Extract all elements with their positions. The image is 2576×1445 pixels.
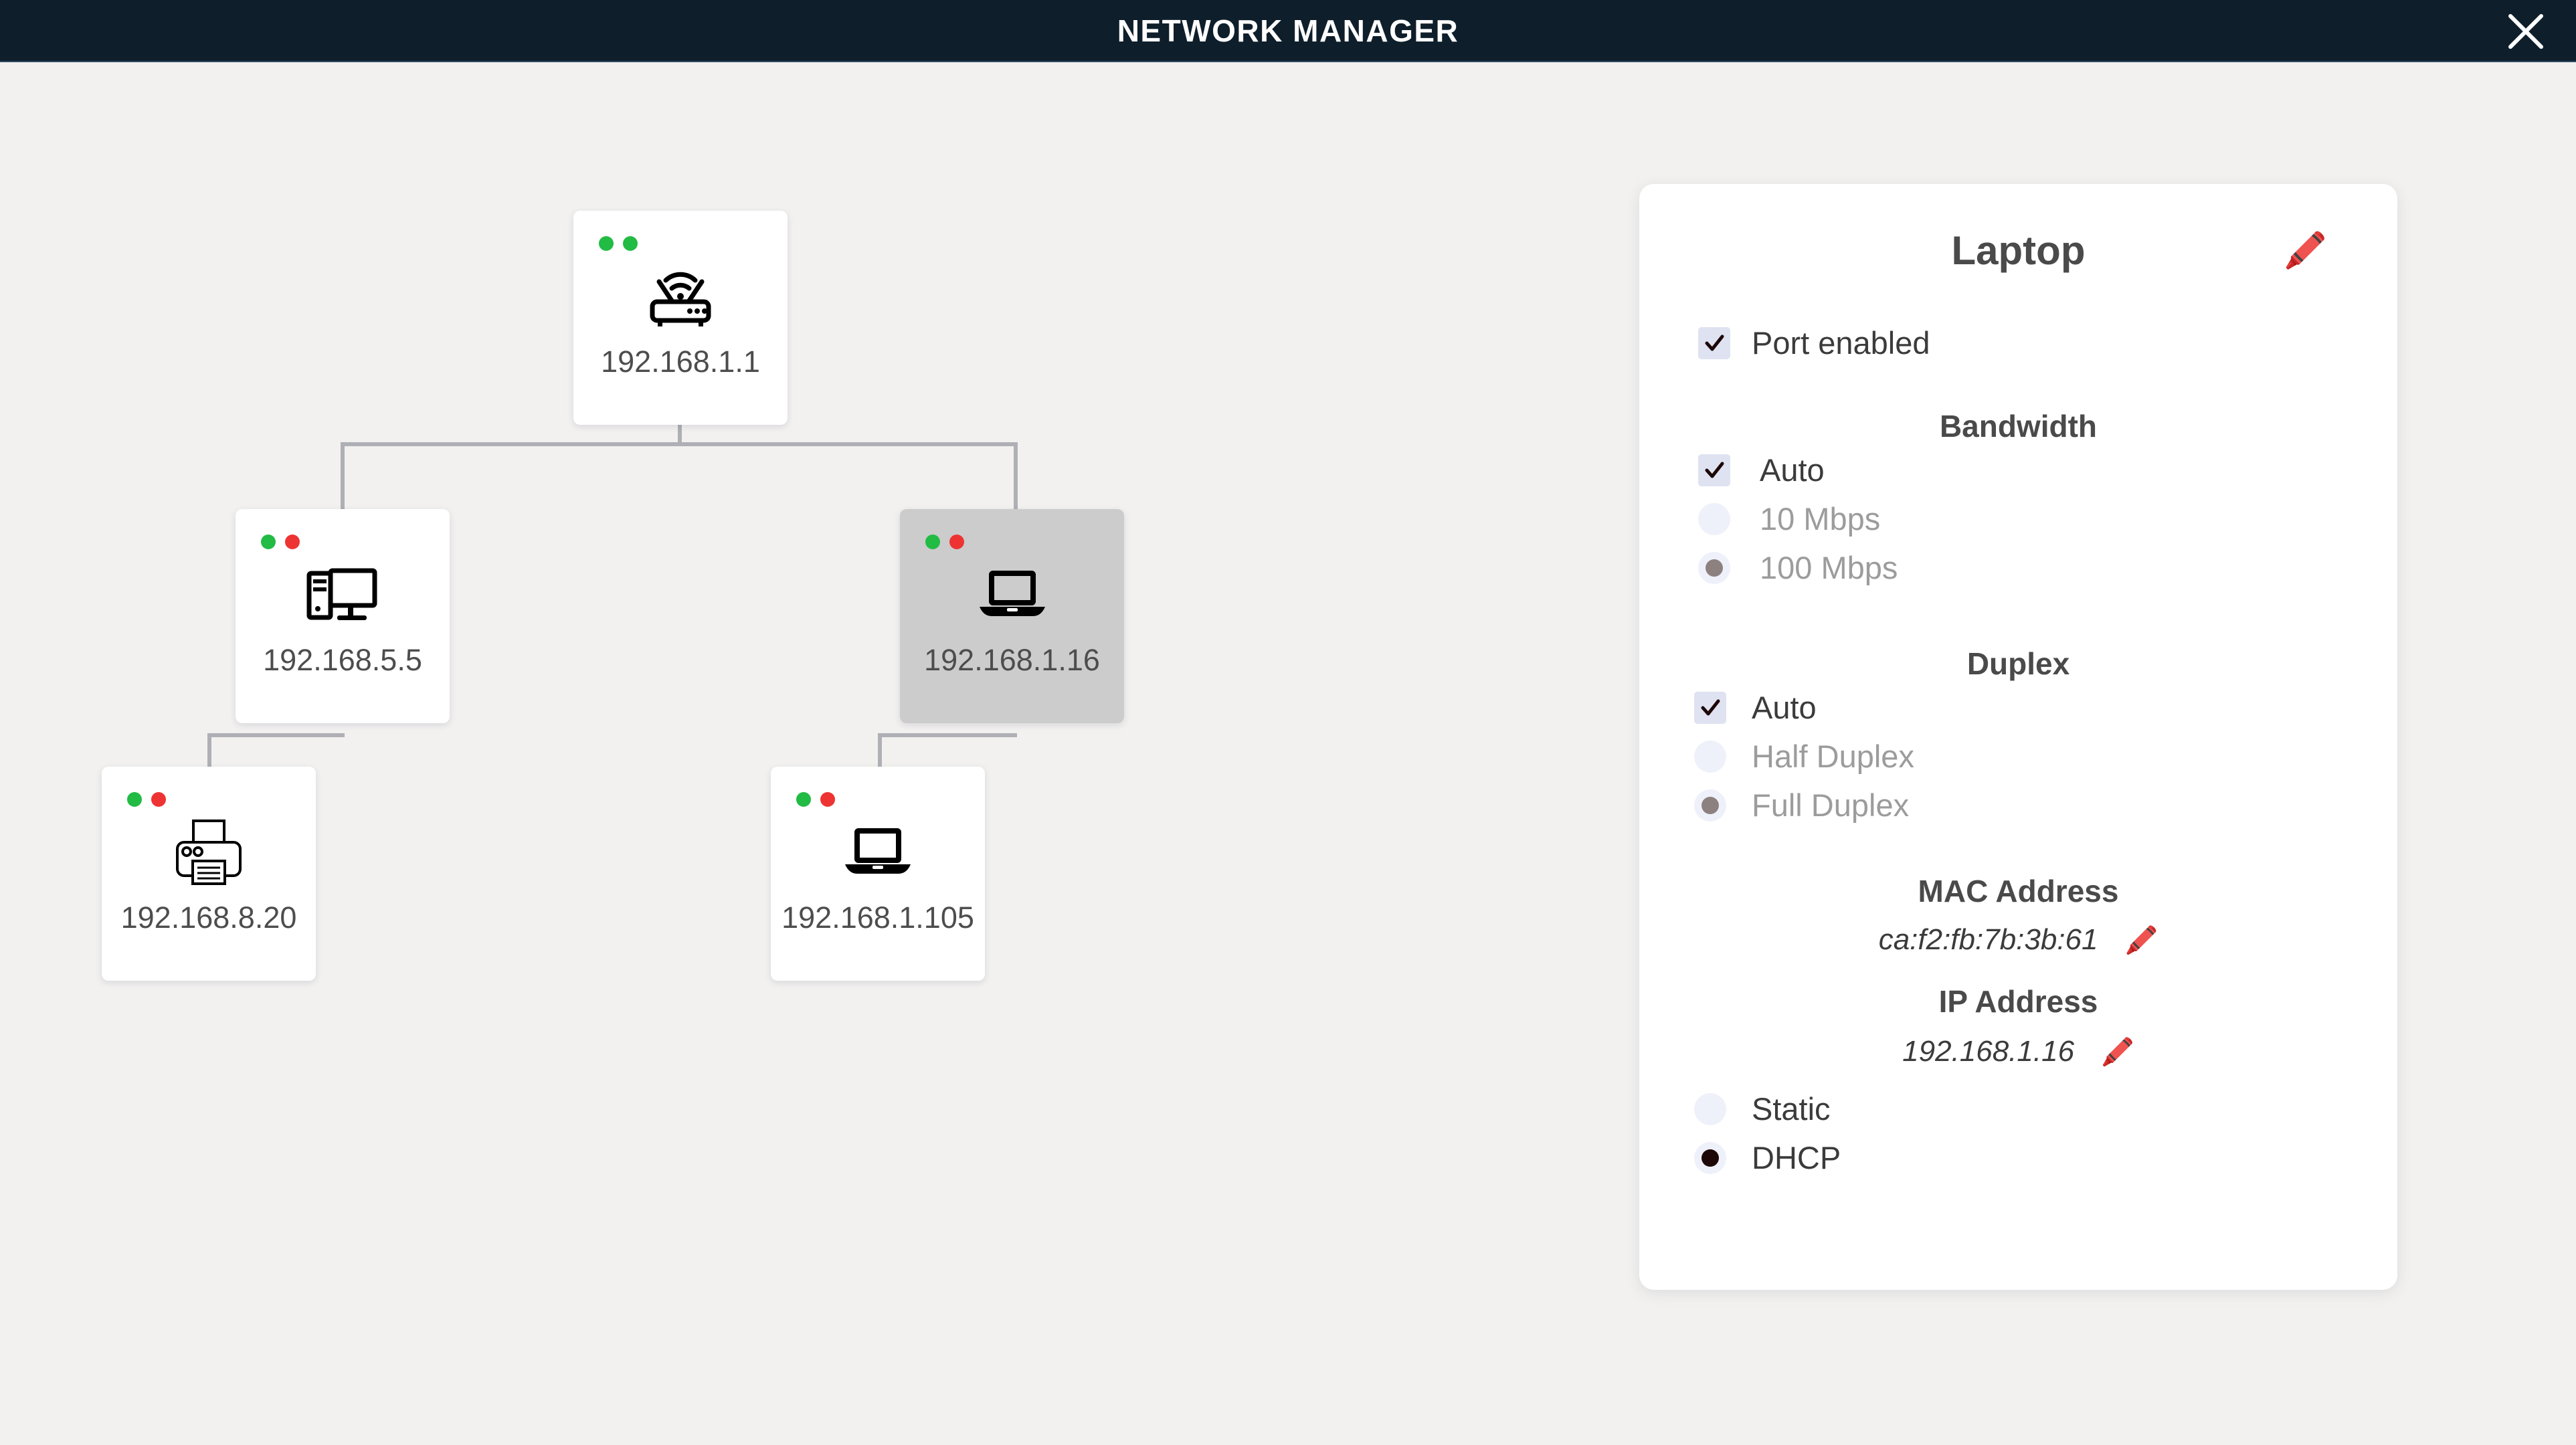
bandwidth-auto-checkbox[interactable]	[1698, 454, 1730, 486]
duplex-option-full-row[interactable]: Full Duplex	[1694, 787, 1909, 824]
ip-address-value-row: 192.168.1.16 🖍️	[1639, 1035, 2397, 1068]
network-topology-canvas: 192.168.1.1 192.168.5.5	[0, 62, 2576, 1445]
device-ip-label: 192.168.1.16	[924, 643, 1100, 677]
app-title: NETWORK MANAGER	[1117, 13, 1459, 48]
close-icon[interactable]	[2504, 9, 2548, 54]
bandwidth-option-10mbps-radio[interactable]	[1698, 502, 1730, 535]
bandwidth-option-10mbps-row[interactable]: 10 Mbps	[1698, 500, 1880, 537]
device-node-laptop-selected[interactable]: 192.168.1.16	[900, 509, 1124, 723]
bandwidth-option-100mbps-row[interactable]: 100 Mbps	[1698, 549, 1898, 586]
addressing-static-label: Static	[1752, 1091, 1831, 1127]
duplex-option-full-radio[interactable]	[1694, 789, 1726, 822]
connector-laptop-laptop2-horizontal	[878, 733, 1017, 737]
bandwidth-auto-label: Auto	[1760, 452, 1825, 488]
radio-pip	[1701, 1100, 1719, 1118]
status-dot-green	[925, 535, 940, 549]
duplex-heading: Duplex	[1966, 646, 2070, 681]
connector-to-desktop	[341, 442, 345, 512]
radio-pip	[1701, 1149, 1719, 1167]
device-properties-panel: Laptop 🖍️ Port enabled Bandwidth Auto	[1639, 184, 2397, 1290]
status-dot-red	[285, 535, 300, 549]
desktop-computer-icon	[236, 555, 450, 635]
radio-pip	[1706, 559, 1723, 577]
connector-to-laptop-selected	[1014, 442, 1018, 512]
device-ip-label: 192.168.5.5	[263, 643, 422, 677]
status-dot-green	[796, 792, 811, 807]
connector-router-stem	[678, 420, 682, 446]
duplex-option-half-row[interactable]: Half Duplex	[1694, 738, 1914, 775]
printer-icon	[102, 812, 316, 892]
status-dot-red	[820, 792, 835, 807]
status-dots	[261, 535, 300, 549]
addressing-dhcp-label: DHCP	[1752, 1140, 1841, 1175]
radio-pip	[1701, 748, 1719, 765]
status-dot-red	[151, 792, 166, 807]
duplex-auto-checkbox[interactable]	[1694, 691, 1726, 724]
port-enabled-row[interactable]: Port enabled	[1698, 324, 1930, 361]
status-dots	[796, 792, 835, 807]
duplex-option-half-label: Half Duplex	[1752, 739, 1914, 774]
status-dots	[925, 535, 964, 549]
status-dot-green	[261, 535, 276, 549]
ip-address-heading: IP Address	[1938, 984, 2098, 1019]
mac-address-value: ca:f2:fb:7b:3b:61	[1878, 923, 2098, 956]
pencil-icon[interactable]: 🖍️	[2124, 925, 2158, 955]
pencil-icon[interactable]: 🖍️	[2284, 231, 2327, 270]
panel-header: Laptop 🖍️	[1639, 224, 2397, 284]
status-dot-green	[623, 236, 638, 251]
addressing-dhcp-row[interactable]: DHCP	[1694, 1139, 1841, 1176]
wifi-router-icon	[573, 256, 788, 336]
pencil-icon[interactable]: 🖍️	[2101, 1037, 2134, 1067]
device-node-laptop-2[interactable]: 192.168.1.105	[771, 767, 985, 981]
bandwidth-option-10mbps-label: 10 Mbps	[1760, 501, 1881, 537]
laptop-icon	[900, 555, 1124, 635]
device-ip-label: 192.168.1.1	[601, 345, 760, 379]
laptop-icon	[771, 812, 985, 892]
mac-address-value-row: ca:f2:fb:7b:3b:61 🖍️	[1639, 923, 2397, 957]
device-ip-label: 192.168.8.20	[120, 900, 297, 935]
addressing-static-row[interactable]: Static	[1694, 1090, 1831, 1127]
connector-desktop-printer-drop	[207, 733, 211, 773]
connector-horizontal-bus	[341, 442, 1018, 446]
title-bar: NETWORK MANAGER	[0, 0, 2576, 62]
ip-address-value: 192.168.1.16	[1902, 1035, 2075, 1068]
status-dots	[127, 792, 166, 807]
duplex-auto-label: Auto	[1752, 690, 1817, 725]
duplex-auto-row[interactable]: Auto	[1694, 689, 1817, 726]
panel-title: Laptop	[1951, 228, 2086, 273]
duplex-option-half-radio[interactable]	[1694, 740, 1726, 773]
device-node-printer[interactable]: 192.168.8.20	[102, 767, 316, 981]
port-enabled-checkbox[interactable]	[1698, 326, 1730, 359]
status-dot-green	[127, 792, 142, 807]
addressing-dhcp-radio[interactable]	[1694, 1141, 1726, 1174]
status-dot-red	[949, 535, 964, 549]
status-dots	[599, 236, 638, 251]
device-node-desktop[interactable]: 192.168.5.5	[236, 509, 450, 723]
port-enabled-label: Port enabled	[1752, 325, 1930, 361]
device-node-router[interactable]: 192.168.1.1	[573, 211, 788, 425]
bandwidth-auto-row[interactable]: Auto	[1698, 452, 1825, 488]
bandwidth-option-100mbps-label: 100 Mbps	[1760, 550, 1898, 585]
addressing-static-radio[interactable]	[1694, 1092, 1726, 1125]
bandwidth-option-100mbps-radio[interactable]	[1698, 551, 1730, 584]
status-dot-green	[599, 236, 614, 251]
bandwidth-heading: Bandwidth	[1939, 409, 2098, 444]
radio-pip	[1701, 796, 1719, 814]
radio-pip	[1706, 510, 1723, 528]
connector-laptop-laptop2-drop	[878, 733, 882, 773]
connector-desktop-printer-horizontal	[207, 733, 345, 737]
duplex-option-full-label: Full Duplex	[1752, 787, 1910, 823]
device-ip-label: 192.168.1.105	[781, 900, 974, 935]
mac-address-heading: MAC Address	[1918, 874, 2119, 908]
